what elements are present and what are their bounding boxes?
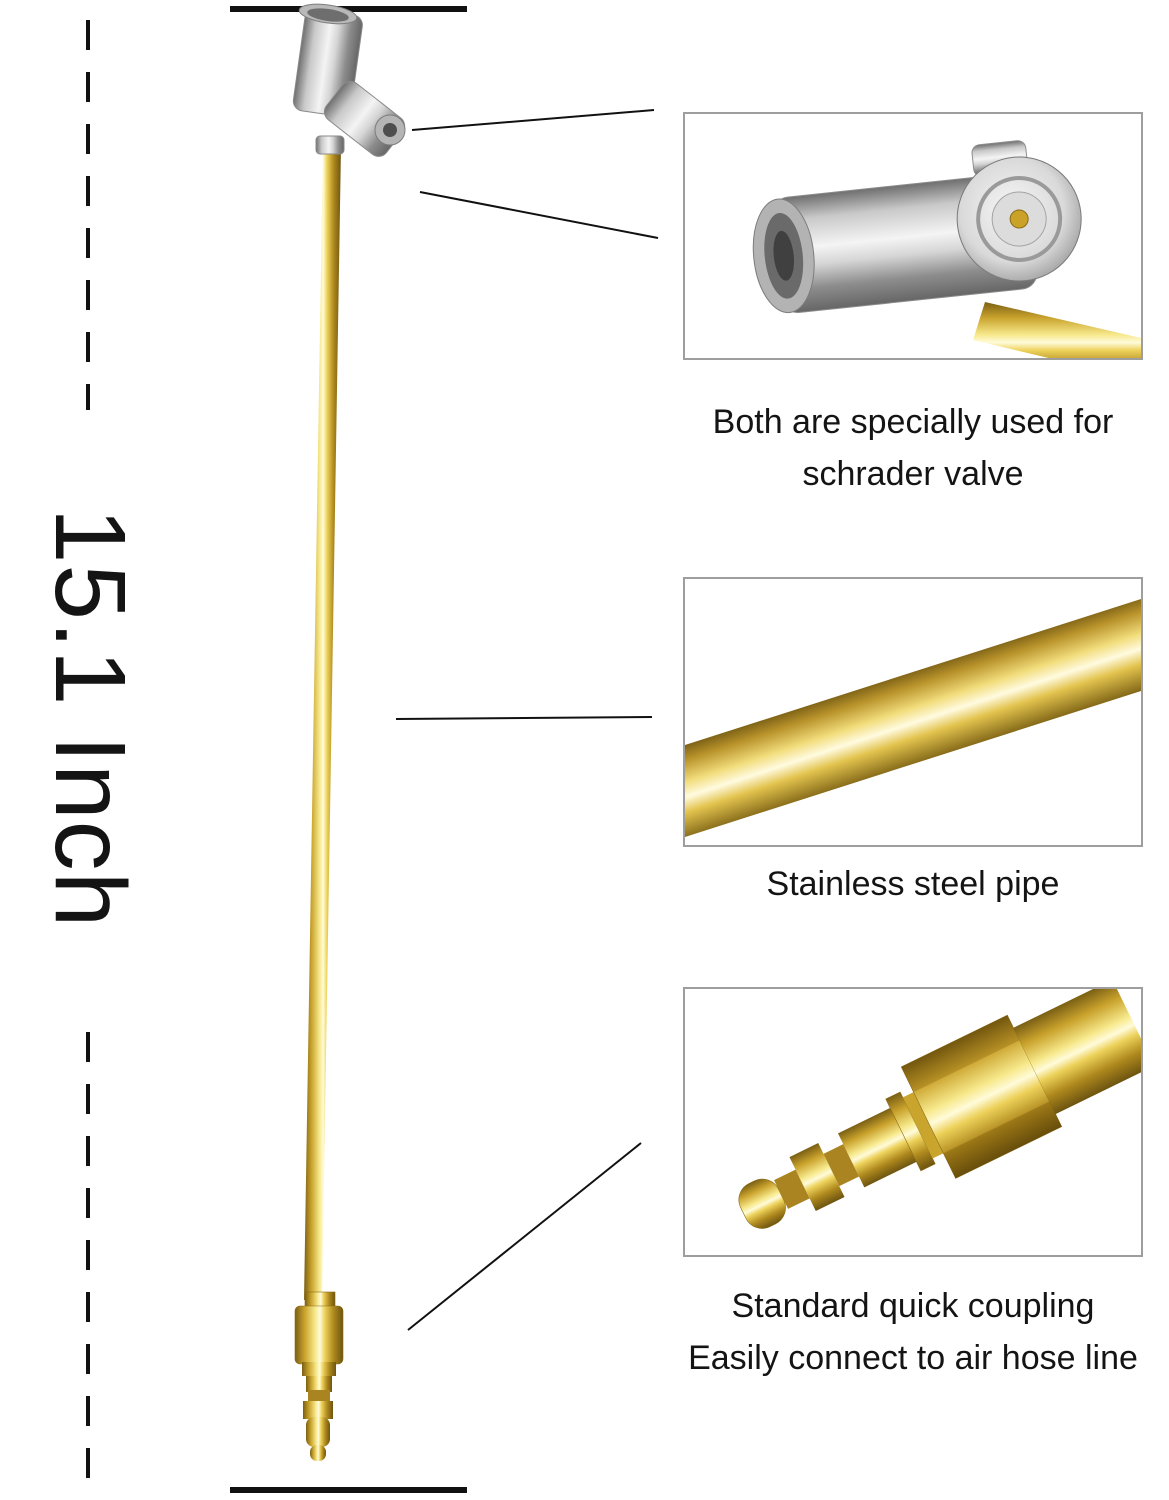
- callout-line-pipe: [395, 716, 653, 720]
- measurement-label: 15.1 Inch: [34, 507, 146, 929]
- coupling-tip: [310, 1445, 326, 1461]
- chuck-head: [292, 3, 406, 157]
- inset-pipe-band: [685, 599, 1141, 837]
- inset-coupling: [683, 987, 1143, 1257]
- caption-pipe-line1: Stainless steel pipe: [766, 865, 1060, 903]
- quick-coupling: [294, 1291, 344, 1461]
- inset-chuck-pipe: [973, 302, 1141, 358]
- coupling-hex-nut: [294, 1305, 344, 1365]
- callout-line-chuck-lower: [419, 191, 659, 239]
- inset-pipe-art: [685, 599, 1141, 837]
- inset-chuck-brass-pin: [1009, 209, 1029, 229]
- inset-chuck-body: [752, 140, 1082, 314]
- inset-coupling-art: [738, 989, 1141, 1229]
- inset-chuck-art: [752, 140, 1141, 358]
- inset-chuck: [683, 112, 1143, 360]
- brass-pipe: [304, 146, 341, 1300]
- callout-line-chuck-upper: [411, 109, 655, 131]
- caption-coupling: Standard quick coupling Easily connect t…: [660, 1280, 1166, 1384]
- caption-pipe: Stainless steel pipe: [660, 858, 1166, 910]
- caption-coupling-line2: Easily connect to air hose line: [688, 1339, 1138, 1377]
- inset-coupling-body: [738, 989, 1141, 1229]
- inset-pipe: [683, 577, 1143, 847]
- caption-chuck: Both are specially used for schrader val…: [660, 396, 1166, 500]
- callout-line-coupling: [407, 1142, 642, 1331]
- caption-chuck-line2: schrader valve: [802, 455, 1024, 493]
- caption-chuck-line1: Both are specially used for: [712, 403, 1114, 441]
- caption-coupling-line1: Standard quick coupling: [731, 1287, 1095, 1325]
